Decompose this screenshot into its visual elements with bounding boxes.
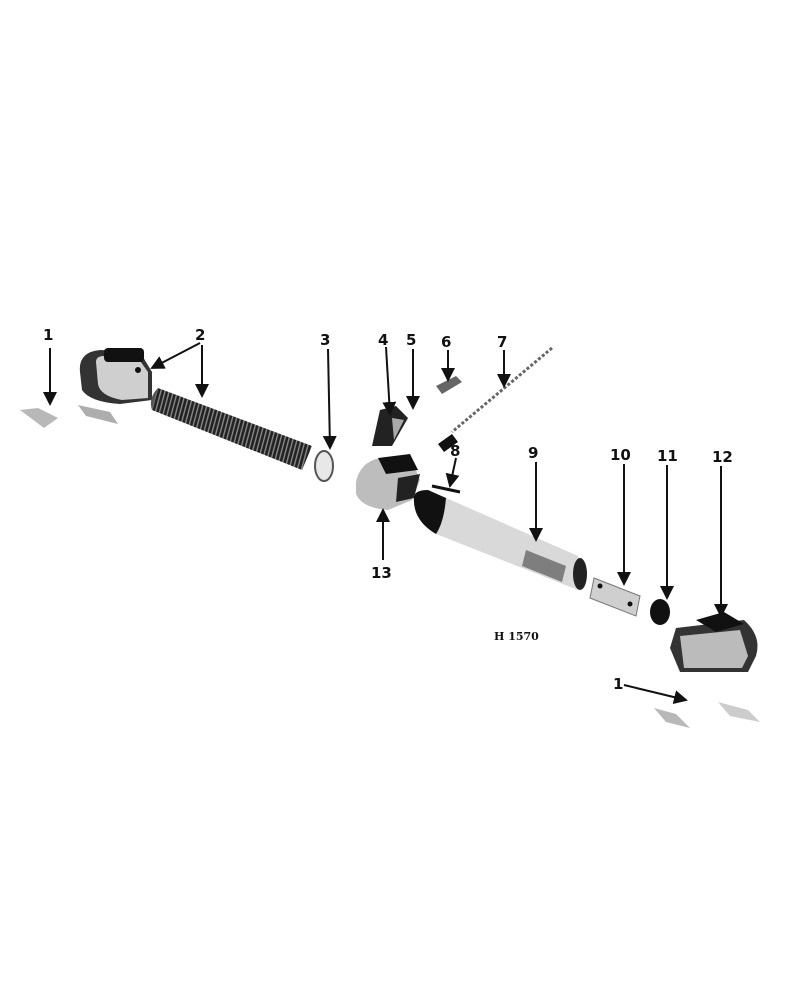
callout-7: 7 (497, 333, 507, 351)
callout-4: 4 (378, 331, 388, 349)
callout-5: 5 (406, 331, 416, 349)
tube (413, 490, 587, 590)
clevis-right (670, 612, 758, 672)
figure-id: H 1570 (494, 630, 539, 643)
callout-11: 11 (657, 447, 678, 465)
callout-10: 10 (610, 446, 631, 464)
leader-3 (322, 348, 337, 450)
leader-8 (445, 457, 460, 488)
clevis-pin-right (654, 702, 760, 728)
lock-plate (372, 406, 408, 446)
callout-3: 3 (320, 331, 330, 349)
callout-13: 13 (371, 564, 392, 582)
shaft (589, 577, 641, 617)
callout-2: 2 (195, 326, 205, 344)
spring-pin (438, 346, 553, 452)
callout-6: 6 (441, 333, 451, 351)
clevis-pin-left (20, 405, 118, 428)
callout-8: 8 (450, 442, 460, 460)
callout-1-left: 1 (43, 326, 53, 344)
leader-2-a (150, 342, 201, 369)
bolt (436, 376, 462, 394)
threaded-rod (150, 388, 312, 470)
plug (650, 599, 670, 625)
washer (314, 450, 334, 482)
callout-1-right: 1 (613, 675, 623, 693)
leader-1-right (623, 684, 688, 704)
callout-12: 12 (712, 448, 733, 466)
yoke (356, 454, 420, 510)
leader-lines (43, 342, 728, 704)
callout-9: 9 (528, 444, 538, 462)
cotter-pin (431, 484, 461, 494)
callout-labels: 1 2 3 4 5 6 7 8 9 10 11 12 13 1 (43, 326, 733, 693)
leader-4 (382, 346, 397, 416)
clevis-left (79, 348, 152, 404)
